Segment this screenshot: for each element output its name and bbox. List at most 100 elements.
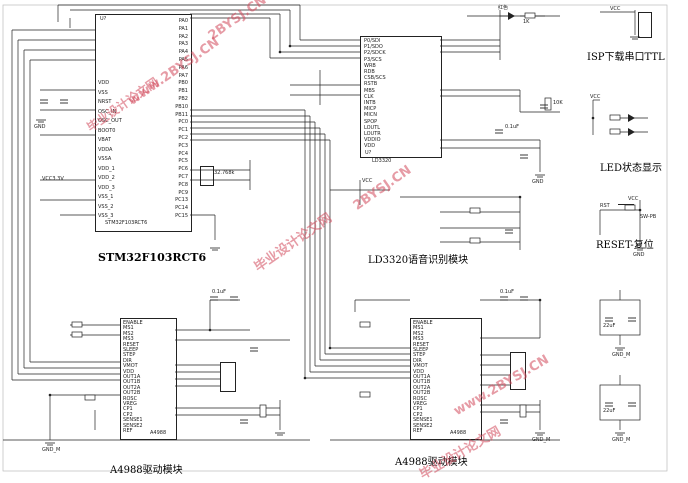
vcc-label-led: VCC — [590, 94, 601, 100]
cap-label-bulk1: 22uF — [603, 323, 616, 329]
driver-pin-label: STEP — [123, 352, 136, 359]
driver-pin-label: SENSE1 — [413, 417, 433, 424]
mcu-pin-label: PA4 — [178, 49, 188, 56]
driver-pin-label: VREG — [413, 401, 427, 407]
driver-pin-label: OUT2A — [123, 384, 141, 391]
driver-pin-label: SLEEP — [123, 347, 139, 353]
driver-pin-label: VDD — [413, 368, 425, 375]
driver2-module-title: A4988驱动模块 — [395, 457, 468, 468]
driver-pin-label: VMOT — [413, 363, 428, 370]
driver-pin-label: OUT2A — [413, 384, 431, 391]
mcu-pin-label: PB0 — [178, 80, 188, 87]
mcu-chip — [95, 14, 192, 232]
driver-pin-label: SENSE2 — [123, 422, 143, 429]
driver1-module-title: A4988驱动模块 — [110, 465, 183, 476]
mcu-pin-label: VDD_2 — [98, 175, 115, 181]
driver-pin-label: SENSE1 — [123, 417, 143, 424]
driver-pin-label: DIR — [413, 357, 422, 364]
mcu-pin-label: VSS_3 — [98, 213, 114, 219]
mcu-pin-label: PC1 — [178, 127, 188, 134]
mcu-pin-label: PC2 — [178, 135, 188, 141]
asr-pin-label: P1/SDO — [364, 44, 383, 51]
driver1-chip — [120, 318, 177, 440]
asr-pin-label: MICN — [364, 112, 378, 119]
asr-pin-label: SPOP — [364, 118, 378, 125]
reset-button[interactable] — [618, 204, 634, 213]
mcu-pin-label: PA0 — [178, 18, 188, 24]
reset-module-title: RESET-复位 — [596, 240, 654, 251]
driver-pin-label: RESET — [123, 341, 140, 348]
gndm-label-pwr2: GND_M — [612, 437, 631, 443]
driver-pin-label: VDD — [123, 368, 135, 375]
asr-pin-label: P0/SDI — [364, 38, 381, 44]
driver-pin-label: VREG — [123, 401, 137, 407]
driver-pin-label: MS2 — [123, 330, 134, 337]
driver-pin-label: ROSC — [123, 395, 138, 402]
mcu-pin-label: PA1 — [178, 25, 188, 32]
mcu-pin-label: PB11 — [175, 111, 188, 118]
reset-switch-label: SW-PB — [640, 214, 657, 220]
driver1-motor-header — [220, 362, 236, 392]
asr-pin-label: CLK — [364, 93, 374, 100]
asr-pin-label: RDB — [364, 69, 375, 75]
mcu-pin-label: VSS — [98, 89, 108, 96]
mcu-pin-label: PC6 — [178, 166, 188, 173]
driver-pin-label: ROSC — [413, 395, 428, 402]
driver-pin-label: REF — [123, 428, 133, 434]
vcc-label-asr: VCC — [362, 178, 373, 184]
mcu-pin-label: PC0 — [178, 119, 188, 126]
driver-pin-label: MS3 — [123, 336, 134, 343]
driver-pin-label: SLEEP — [413, 347, 429, 353]
led-color-label: 红色 — [498, 5, 509, 11]
driver-pin-label: OUT2B — [123, 390, 141, 397]
mcu-pin-label: VDD — [98, 80, 110, 86]
mcu-pin-label: PC5 — [178, 158, 188, 165]
mcu-pin-label: PA5 — [178, 57, 188, 63]
driver-pin-label: CP2 — [123, 411, 133, 418]
asr-pin-label: VDDIO — [364, 137, 381, 144]
driver-pin-label: CP2 — [413, 411, 423, 418]
asr-pin-label: VDD — [364, 143, 376, 150]
resistor-led-label: 1K — [523, 19, 530, 25]
mcu-pin-label: VSS_1 — [98, 194, 114, 200]
gnd-label-mcu: GND — [34, 124, 46, 130]
asr-pin-label: LOUTL — [364, 124, 381, 131]
isp-header — [638, 12, 652, 38]
driver-pin-label: MS2 — [413, 330, 424, 337]
mcu-pin-label: VSSA — [98, 156, 112, 162]
driver-pin-label: RESET — [413, 341, 430, 348]
mcu-pin-label: PC3 — [178, 142, 188, 149]
driver-pin-label: CP1 — [413, 406, 423, 413]
driver-pin-label: ENABLE — [123, 320, 143, 326]
driver-pin-label: ENABLE — [413, 320, 433, 326]
driver-pin-label: REF — [413, 428, 423, 434]
mcu-pin-label: PC15 — [175, 213, 188, 219]
resistor-asr-label: 10K — [553, 100, 563, 106]
cap-label-bulk2: 22uF — [603, 408, 616, 414]
mcu-pin-label: PB2 — [178, 96, 188, 102]
mcu-pin-label: NRST — [98, 99, 112, 105]
cap-label-drv1: 0.1uF — [212, 289, 226, 295]
driver-pin-label: MS3 — [413, 336, 424, 343]
driver2-motor-header — [510, 352, 526, 390]
driver-pin-label: OUT1B — [123, 379, 141, 386]
driver-pin-label: MS1 — [123, 325, 134, 332]
driver-pin-label: MS1 — [413, 325, 424, 332]
mcu-pin-label: VDD_1 — [98, 165, 115, 172]
gndm-label-drv1: GND_M — [42, 447, 61, 453]
asr-pin-label: RSTB — [364, 81, 378, 88]
mcu-pin-label: PA2 — [178, 33, 188, 40]
mcu-pin-label: PC7 — [178, 174, 188, 180]
asr-module-title: LD3320语音识别模块 — [368, 255, 469, 266]
mcu-pin-label: PA6 — [178, 64, 188, 71]
asr-pin-label: INTB — [364, 100, 376, 106]
mcu-part-number: STM32F103RCT6 — [105, 220, 148, 226]
mcu-pin-label: OSC_IN — [98, 108, 117, 115]
driver1-part-number: A4988 — [150, 430, 167, 436]
gndm-label-drv2: GND_M — [532, 437, 551, 443]
mcu-pin-label: PA7 — [178, 72, 188, 79]
asr-pin-label: P3/SCS — [364, 56, 382, 63]
gnd-label-asr: GND — [532, 179, 544, 185]
vcc-label-reset: VCC — [628, 196, 639, 202]
